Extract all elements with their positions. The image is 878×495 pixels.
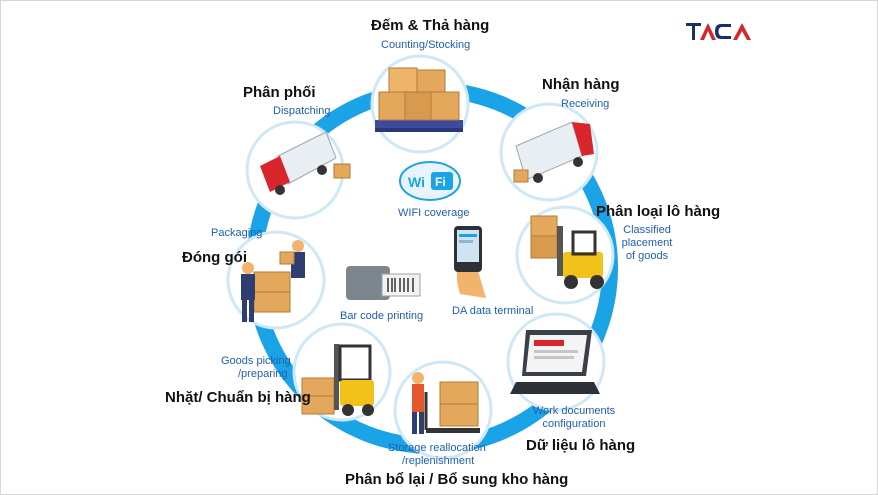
- step-classified-en-3: of goods: [625, 250, 669, 262]
- taca-logo-mark: [686, 23, 751, 40]
- step-storage-en-1: Storage reallocation: [388, 442, 486, 454]
- step-picking-vi: Nhặt/ Chuẩn bị hàng: [165, 389, 311, 406]
- pallet-boxes-icon: [375, 67, 463, 132]
- step-counting-en: Counting/Stocking: [381, 39, 471, 51]
- step-work-docs-vi: Dữ liệu lô hàng: [526, 437, 636, 454]
- step-picking-en-1: Goods picking: [221, 355, 291, 367]
- step-picking-en-2: /preparing: [238, 368, 288, 380]
- step-packaging-vi: Đóng gói: [182, 249, 247, 266]
- picking-forklift-icon: [301, 344, 374, 416]
- step-work-docs-en-1: Work documents: [532, 405, 616, 417]
- step-classified-vi: Phân loại lô hàng: [596, 203, 721, 220]
- dispatch-truck-icon: [260, 131, 351, 195]
- wifi-text-wi: Wi: [408, 174, 425, 190]
- step-work-docs-en-2: configuration: [542, 418, 606, 430]
- step-receiving-vi: Nhận hàng: [542, 76, 620, 93]
- step-storage-vi: Phân bổ lại / Bổ sung kho hàng: [345, 471, 569, 488]
- step-dispatching-vi: Phân phối: [243, 84, 316, 101]
- pallet-jack-worker-icon: [412, 372, 480, 434]
- packaging-workers-icon: [241, 240, 305, 322]
- wifi-label: WIFI coverage: [398, 207, 470, 219]
- step-storage-en-2: /replenishment: [402, 455, 475, 467]
- step-dispatching-en: Dispatching: [273, 105, 331, 117]
- wifi-text-fi: Fi: [435, 175, 446, 189]
- laptop-icon: [510, 330, 600, 394]
- barcode-printer-icon: [346, 266, 421, 300]
- forklift-icon: [530, 215, 604, 289]
- terminal-label: DA data terminal: [452, 305, 534, 317]
- handheld-terminal-icon: [454, 226, 486, 298]
- step-classified-en-2: placement: [621, 237, 673, 249]
- taca-logo: [685, 20, 757, 42]
- step-receiving-en: Receiving: [561, 98, 610, 110]
- step-classified-en-1: Classified: [623, 224, 671, 236]
- delivery-truck-icon: [513, 121, 594, 183]
- step-packaging-en: Packaging: [211, 227, 263, 239]
- wifi-icon: Wi Fi: [399, 161, 461, 201]
- step-counting-vi: Đếm & Thả hàng: [371, 17, 490, 34]
- barcode-label: Bar code printing: [340, 310, 424, 322]
